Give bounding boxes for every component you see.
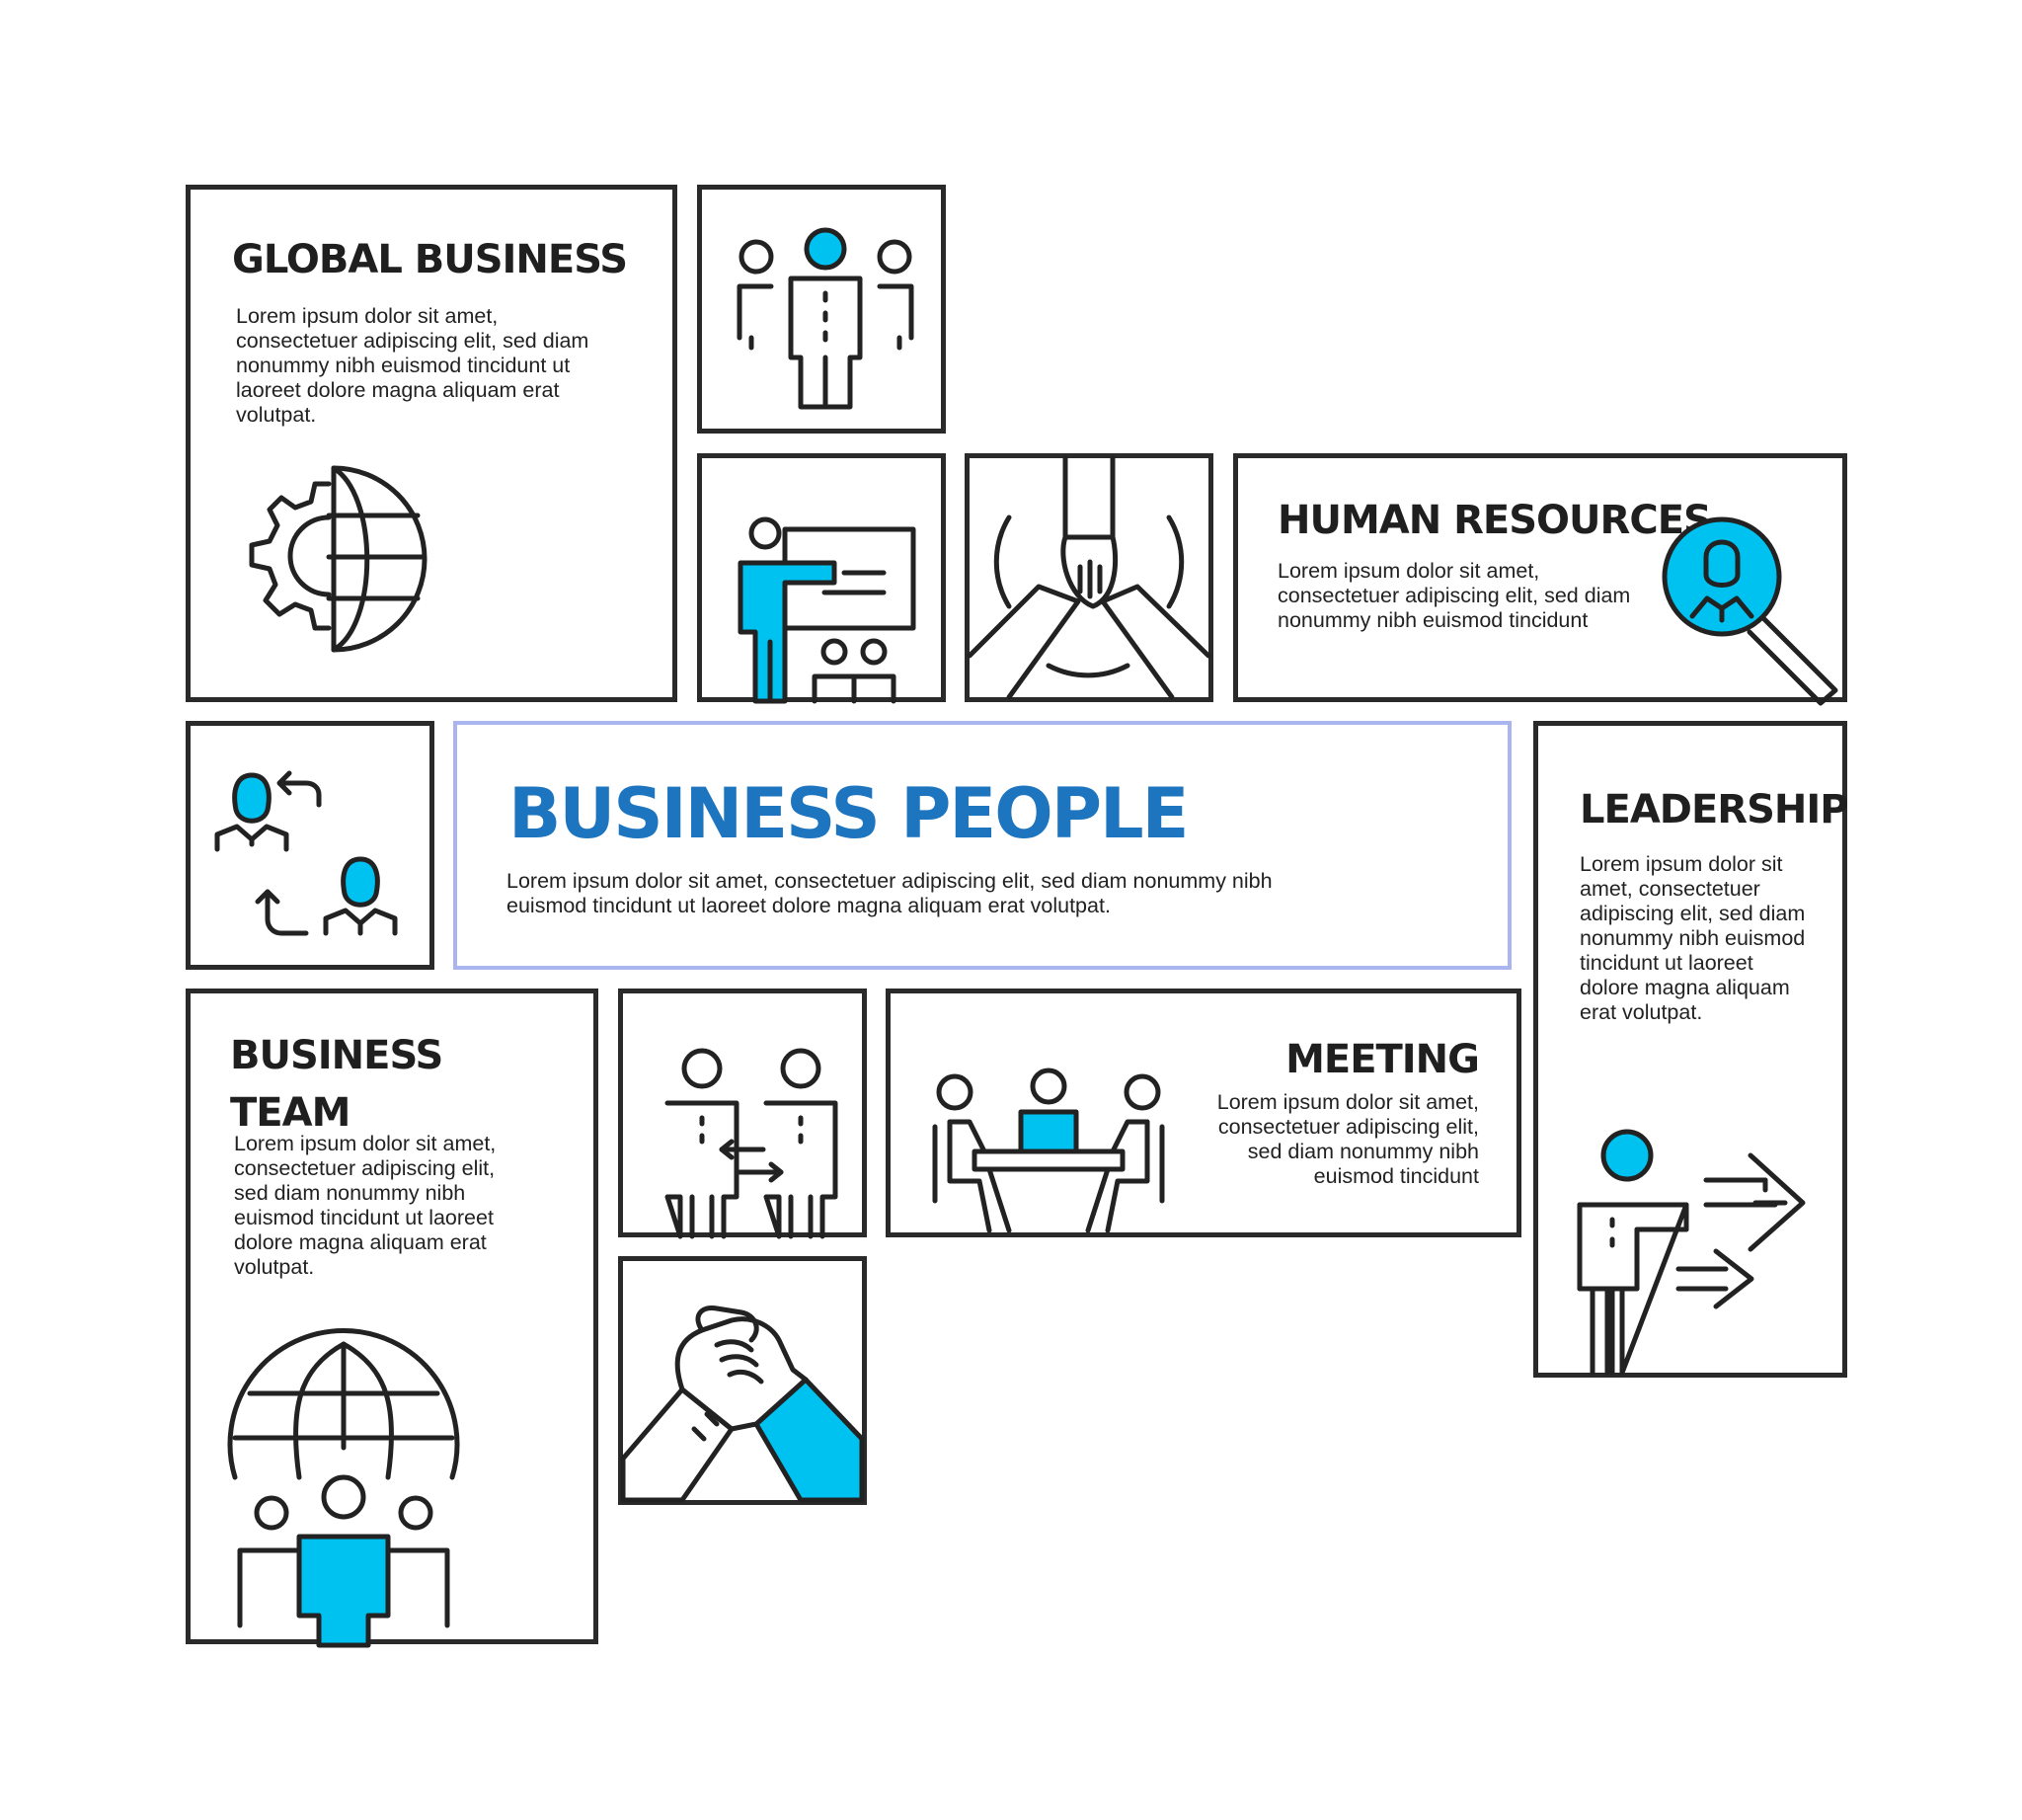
global-business-card: GLOBAL BUSINESS Lorem ipsum dolor sit am… (186, 185, 677, 702)
global-business-text: Lorem ipsum dolor sit amet, consectetuer… (236, 304, 589, 427)
leadership-card: LEADERSHIP Lorem ipsum dolor sit amet, c… (1533, 721, 1849, 1378)
human-resources-text: Lorem ipsum dolor sit amet, consectetuer… (1278, 559, 1631, 632)
meeting-title: MEETING (1285, 1037, 1480, 1082)
hands-together-icon (967, 455, 1211, 700)
presentation-tile (697, 453, 946, 704)
colleagues-exchange-tile (618, 989, 867, 1239)
meeting-table-icon (932, 1068, 1165, 1233)
business-people-banner: BUSINESS PEOPLE Lorem ipsum dolor sit am… (453, 721, 1512, 970)
page-title: BUSINESS PEOPLE (508, 773, 1189, 854)
hr-search-icon (1662, 516, 1838, 706)
arm-wrestling-icon (620, 1305, 865, 1503)
hands-together-tile (965, 453, 1213, 702)
leadership-arrows-icon (1577, 1129, 1806, 1376)
global-team-icon (227, 1328, 460, 1648)
leadership-text: Lorem ipsum dolor sit amet, consectetuer… (1580, 852, 1806, 1024)
people-exchange-tile (186, 721, 434, 970)
presentation-icon (738, 516, 916, 704)
human-resources-card: HUMAN RESOURCES Lorem ipsum dolor sit am… (1233, 453, 1847, 706)
leadership-title: LEADERSHIP (1580, 787, 1849, 832)
business-team-title: BUSINESS TEAM (230, 1033, 443, 1136)
human-resources-title: HUMAN RESOURCES (1278, 498, 1712, 543)
meeting-card: MEETING Lorem ipsum dolor sit amet, cons… (886, 989, 1521, 1237)
gear-globe-icon (249, 465, 428, 653)
people-exchange-icon (214, 770, 398, 936)
business-team-card: BUSINESS TEAM Lorem ipsum dolor sit amet… (186, 989, 598, 1648)
team-group-icon (737, 227, 914, 410)
business-team-text: Lorem ipsum dolor sit amet, consectetuer… (234, 1132, 497, 1279)
meeting-text: Lorem ipsum dolor sit amet, consectetuer… (1216, 1090, 1479, 1188)
colleagues-exchange-icon (664, 1048, 838, 1239)
page-description: Lorem ipsum dolor sit amet, consectetuer… (506, 869, 1273, 917)
global-business-title: GLOBAL BUSINESS (232, 237, 628, 282)
team-group-tile (697, 185, 946, 434)
arm-wrestling-tile (618, 1256, 867, 1505)
